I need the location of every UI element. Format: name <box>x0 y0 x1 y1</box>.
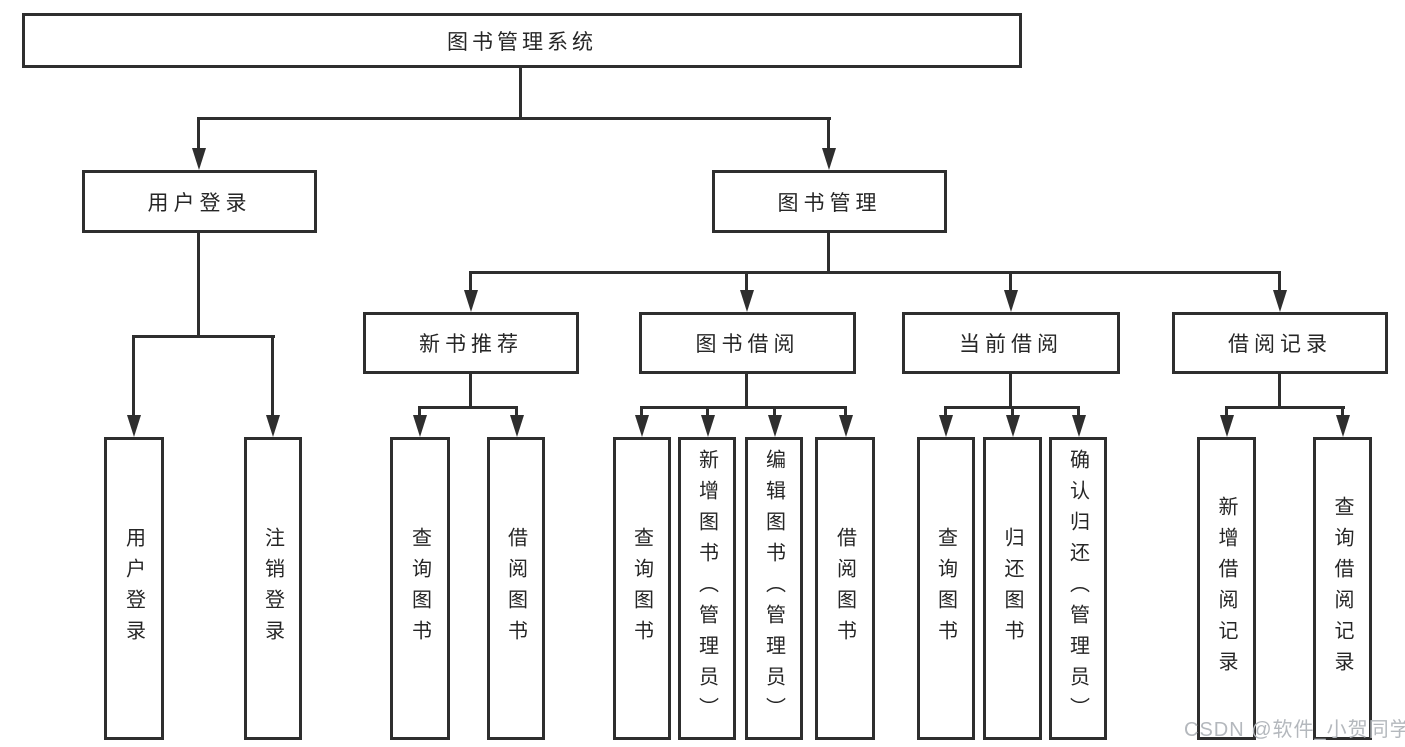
arrow-down-icon <box>464 290 478 312</box>
node-query-borrow-record: 查询借阅记录 <box>1313 437 1372 740</box>
connector-stem-logout <box>271 335 274 416</box>
connector-stem <box>640 406 643 418</box>
connector-borrowing-vertical <box>745 374 748 409</box>
connector-borrowing-horizontal <box>640 406 847 409</box>
csdn-watermark: CSDN @软件_小贺同学 <box>1184 719 1405 741</box>
connector-root-vertical <box>519 68 522 118</box>
connector-stem <box>944 406 947 418</box>
arrow-down-icon <box>1220 415 1234 437</box>
node-return-books: 归还图书 <box>983 437 1042 740</box>
node-label: 新增图书（管理员） <box>695 449 718 728</box>
arrow-down-icon <box>768 415 782 437</box>
arrow-down-icon <box>192 148 206 170</box>
node-label: 图书借阅 <box>695 333 800 356</box>
node-label: 编辑图书（管理员） <box>762 449 785 728</box>
arrow-down-icon <box>1004 290 1018 312</box>
arrow-down-icon <box>510 415 524 437</box>
node-label: 借阅图书 <box>833 526 856 651</box>
node-borrowing-records: 借阅记录 <box>1172 312 1388 374</box>
node-label: 查询图书 <box>408 526 431 651</box>
node-label: 当前借阅 <box>959 333 1063 356</box>
node-query-books-borrowing: 查询图书 <box>613 437 671 740</box>
node-query-books-recommend: 查询图书 <box>390 437 450 740</box>
node-book-borrowing: 图书借阅 <box>639 312 856 374</box>
connector-records-vertical <box>1278 374 1281 409</box>
node-label: 查询图书 <box>934 526 957 651</box>
connector-stem-new-book <box>469 271 472 292</box>
connector-stem <box>418 406 421 418</box>
connector-stem <box>1077 406 1080 418</box>
connector-stem <box>515 406 518 418</box>
node-label: 注销登录 <box>261 526 284 651</box>
node-label: 确认归还（管理员） <box>1066 449 1089 728</box>
node-label: 查询图书 <box>630 526 653 651</box>
connector-stem-records <box>1278 271 1281 292</box>
arrow-down-icon <box>1336 415 1350 437</box>
node-add-books-admin: 新增图书（管理员） <box>678 437 736 740</box>
node-book-management: 图书管理 <box>712 170 947 233</box>
node-borrow-books-recommend: 借阅图书 <box>487 437 545 740</box>
node-library-management-system: 图书管理系统 <box>22 13 1022 68</box>
node-label: 查询借阅记录 <box>1331 495 1353 682</box>
connector-stem-current <box>1009 271 1012 292</box>
connector-book-management-horizontal <box>469 271 1281 274</box>
arrow-down-icon <box>413 415 427 437</box>
node-label: 借阅记录 <box>1228 333 1332 356</box>
connector-stem <box>844 406 847 418</box>
node-edit-books-admin: 编辑图书（管理员） <box>745 437 803 740</box>
connector-new-book-vertical <box>469 374 472 409</box>
arrow-down-icon <box>266 415 280 437</box>
connector-current-vertical <box>1009 374 1012 409</box>
node-add-borrow-record: 新增借阅记录 <box>1197 437 1256 740</box>
arrow-down-icon <box>839 415 853 437</box>
connector-stem <box>773 406 776 418</box>
connector-new-book-horizontal <box>418 406 518 409</box>
node-label: 图书管理 <box>777 191 882 215</box>
arrow-down-icon <box>1072 415 1086 437</box>
arrow-down-icon <box>822 148 836 170</box>
node-confirm-return-admin: 确认归还（管理员） <box>1049 437 1107 740</box>
arrow-down-icon <box>635 415 649 437</box>
arrow-down-icon <box>701 415 715 437</box>
node-logout: 注销登录 <box>244 437 302 740</box>
node-label: 用户登录 <box>147 191 252 215</box>
arrow-down-icon <box>1273 290 1287 312</box>
connector-stem-borrowing <box>745 271 748 292</box>
connector-stem-user-login-leaf <box>132 335 135 416</box>
node-query-books-current: 查询图书 <box>917 437 975 740</box>
connector-records-horizontal <box>1225 406 1345 409</box>
node-label: 图书管理系统 <box>447 30 597 54</box>
node-label: 借阅图书 <box>504 526 527 651</box>
connector-stem-book-management <box>827 117 830 150</box>
arrow-down-icon <box>127 415 141 437</box>
node-current-borrowing: 当前借阅 <box>902 312 1120 374</box>
connector-stem <box>1225 406 1228 418</box>
connector-stem <box>706 406 709 418</box>
connector-stem-user-login <box>197 117 200 150</box>
node-user-login: 用户登录 <box>82 170 317 233</box>
connector-book-management-vertical <box>827 233 830 274</box>
arrow-down-icon <box>939 415 953 437</box>
connector-root-horizontal <box>197 117 831 120</box>
arrow-down-icon <box>1006 415 1020 437</box>
node-new-book-recommend: 新书推荐 <box>363 312 579 374</box>
connector-stem <box>1011 406 1014 418</box>
node-label: 新增借阅记录 <box>1215 495 1237 682</box>
connector-user-login-vertical <box>197 233 200 338</box>
connector-stem <box>1341 406 1344 418</box>
node-label: 新书推荐 <box>419 333 523 356</box>
node-user-login-leaf: 用户登录 <box>104 437 164 740</box>
node-label: 归还图书 <box>1001 526 1023 651</box>
node-label: 用户登录 <box>122 526 145 651</box>
connector-user-login-horizontal <box>132 335 275 338</box>
node-borrow-books-borrowing: 借阅图书 <box>815 437 875 740</box>
arrow-down-icon <box>740 290 754 312</box>
